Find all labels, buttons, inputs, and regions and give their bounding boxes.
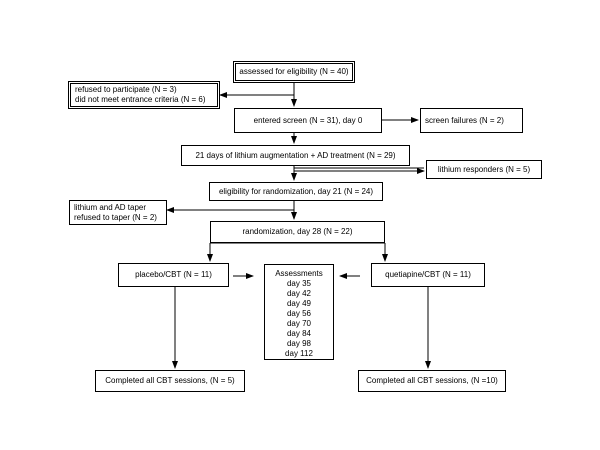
quetiapine-arm-box: quetiapine/CBT (N = 11) — [371, 263, 485, 287]
augmentation-label: 21 days of lithium augmentation + AD tre… — [195, 150, 396, 160]
screen-label: entered screen (N = 31), day 0 — [253, 115, 363, 125]
taper-box: lithium and AD taper refused to taper (N… — [69, 200, 167, 225]
assessment-day: day 42 — [286, 289, 311, 298]
assessment-day: day 49 — [286, 299, 311, 308]
screen-failures-label: screen failures (N = 2) — [425, 115, 504, 125]
randomization-eligibility-label: eligibility for randomization, day 21 (N… — [218, 186, 374, 196]
assessments-title: Assessments — [275, 269, 323, 278]
assessment-day: day 70 — [286, 319, 311, 328]
completed-quetiapine-label: Completed all CBT sessions, (N =10) — [366, 376, 498, 385]
randomization-label: randomization, day 28 (N = 22) — [242, 227, 353, 236]
taper-refused-label: refused to taper (N = 2) — [74, 212, 157, 222]
assessments-box: Assessments day 35 day 42 day 49 day 56 … — [264, 264, 334, 360]
screen-box: entered screen (N = 31), day 0 — [234, 108, 382, 133]
excluded-box: refused to participate (N = 3) did not m… — [68, 81, 220, 109]
assessment-day: day 98 — [286, 339, 311, 348]
assessment-day: day 35 — [286, 279, 311, 288]
excluded-criteria-label: did not meet entrance criteria (N = 6) — [75, 95, 206, 104]
placebo-arm-box: placebo/CBT (N = 11) — [118, 263, 229, 287]
completed-quetiapine-box: Completed all CBT sessions, (N =10) — [358, 370, 506, 392]
augmentation-box: 21 days of lithium augmentation + AD tre… — [181, 145, 410, 166]
randomization-eligibility-box: eligibility for randomization, day 21 (N… — [209, 182, 383, 201]
assessment-day: day 84 — [286, 329, 311, 338]
assessment-day: day 112 — [285, 349, 313, 358]
completed-placebo-box: Completed all CBT sessions, (N = 5) — [95, 370, 245, 392]
completed-placebo-label: Completed all CBT sessions, (N = 5) — [105, 376, 235, 385]
excluded-refused-label: refused to participate (N = 3) — [75, 85, 177, 94]
eligibility-box: assessed for eligibility (N = 40) — [233, 61, 355, 83]
taper-label: lithium and AD taper — [74, 202, 147, 212]
eligibility-label: assessed for eligibility (N = 40) — [239, 67, 349, 76]
lithium-responders-label: lithium responders (N = 5) — [437, 164, 531, 174]
assessments-list: Assessments day 35 day 42 day 49 day 56 … — [275, 269, 323, 359]
screen-failures-box: screen failures (N = 2) — [420, 108, 523, 133]
quetiapine-arm-label: quetiapine/CBT (N = 11) — [385, 270, 471, 279]
lithium-responders-box: lithium responders (N = 5) — [426, 160, 542, 179]
randomization-box: randomization, day 28 (N = 22) — [210, 221, 385, 243]
assessment-day: day 56 — [286, 309, 311, 318]
placebo-arm-label: placebo/CBT (N = 11) — [135, 270, 212, 279]
